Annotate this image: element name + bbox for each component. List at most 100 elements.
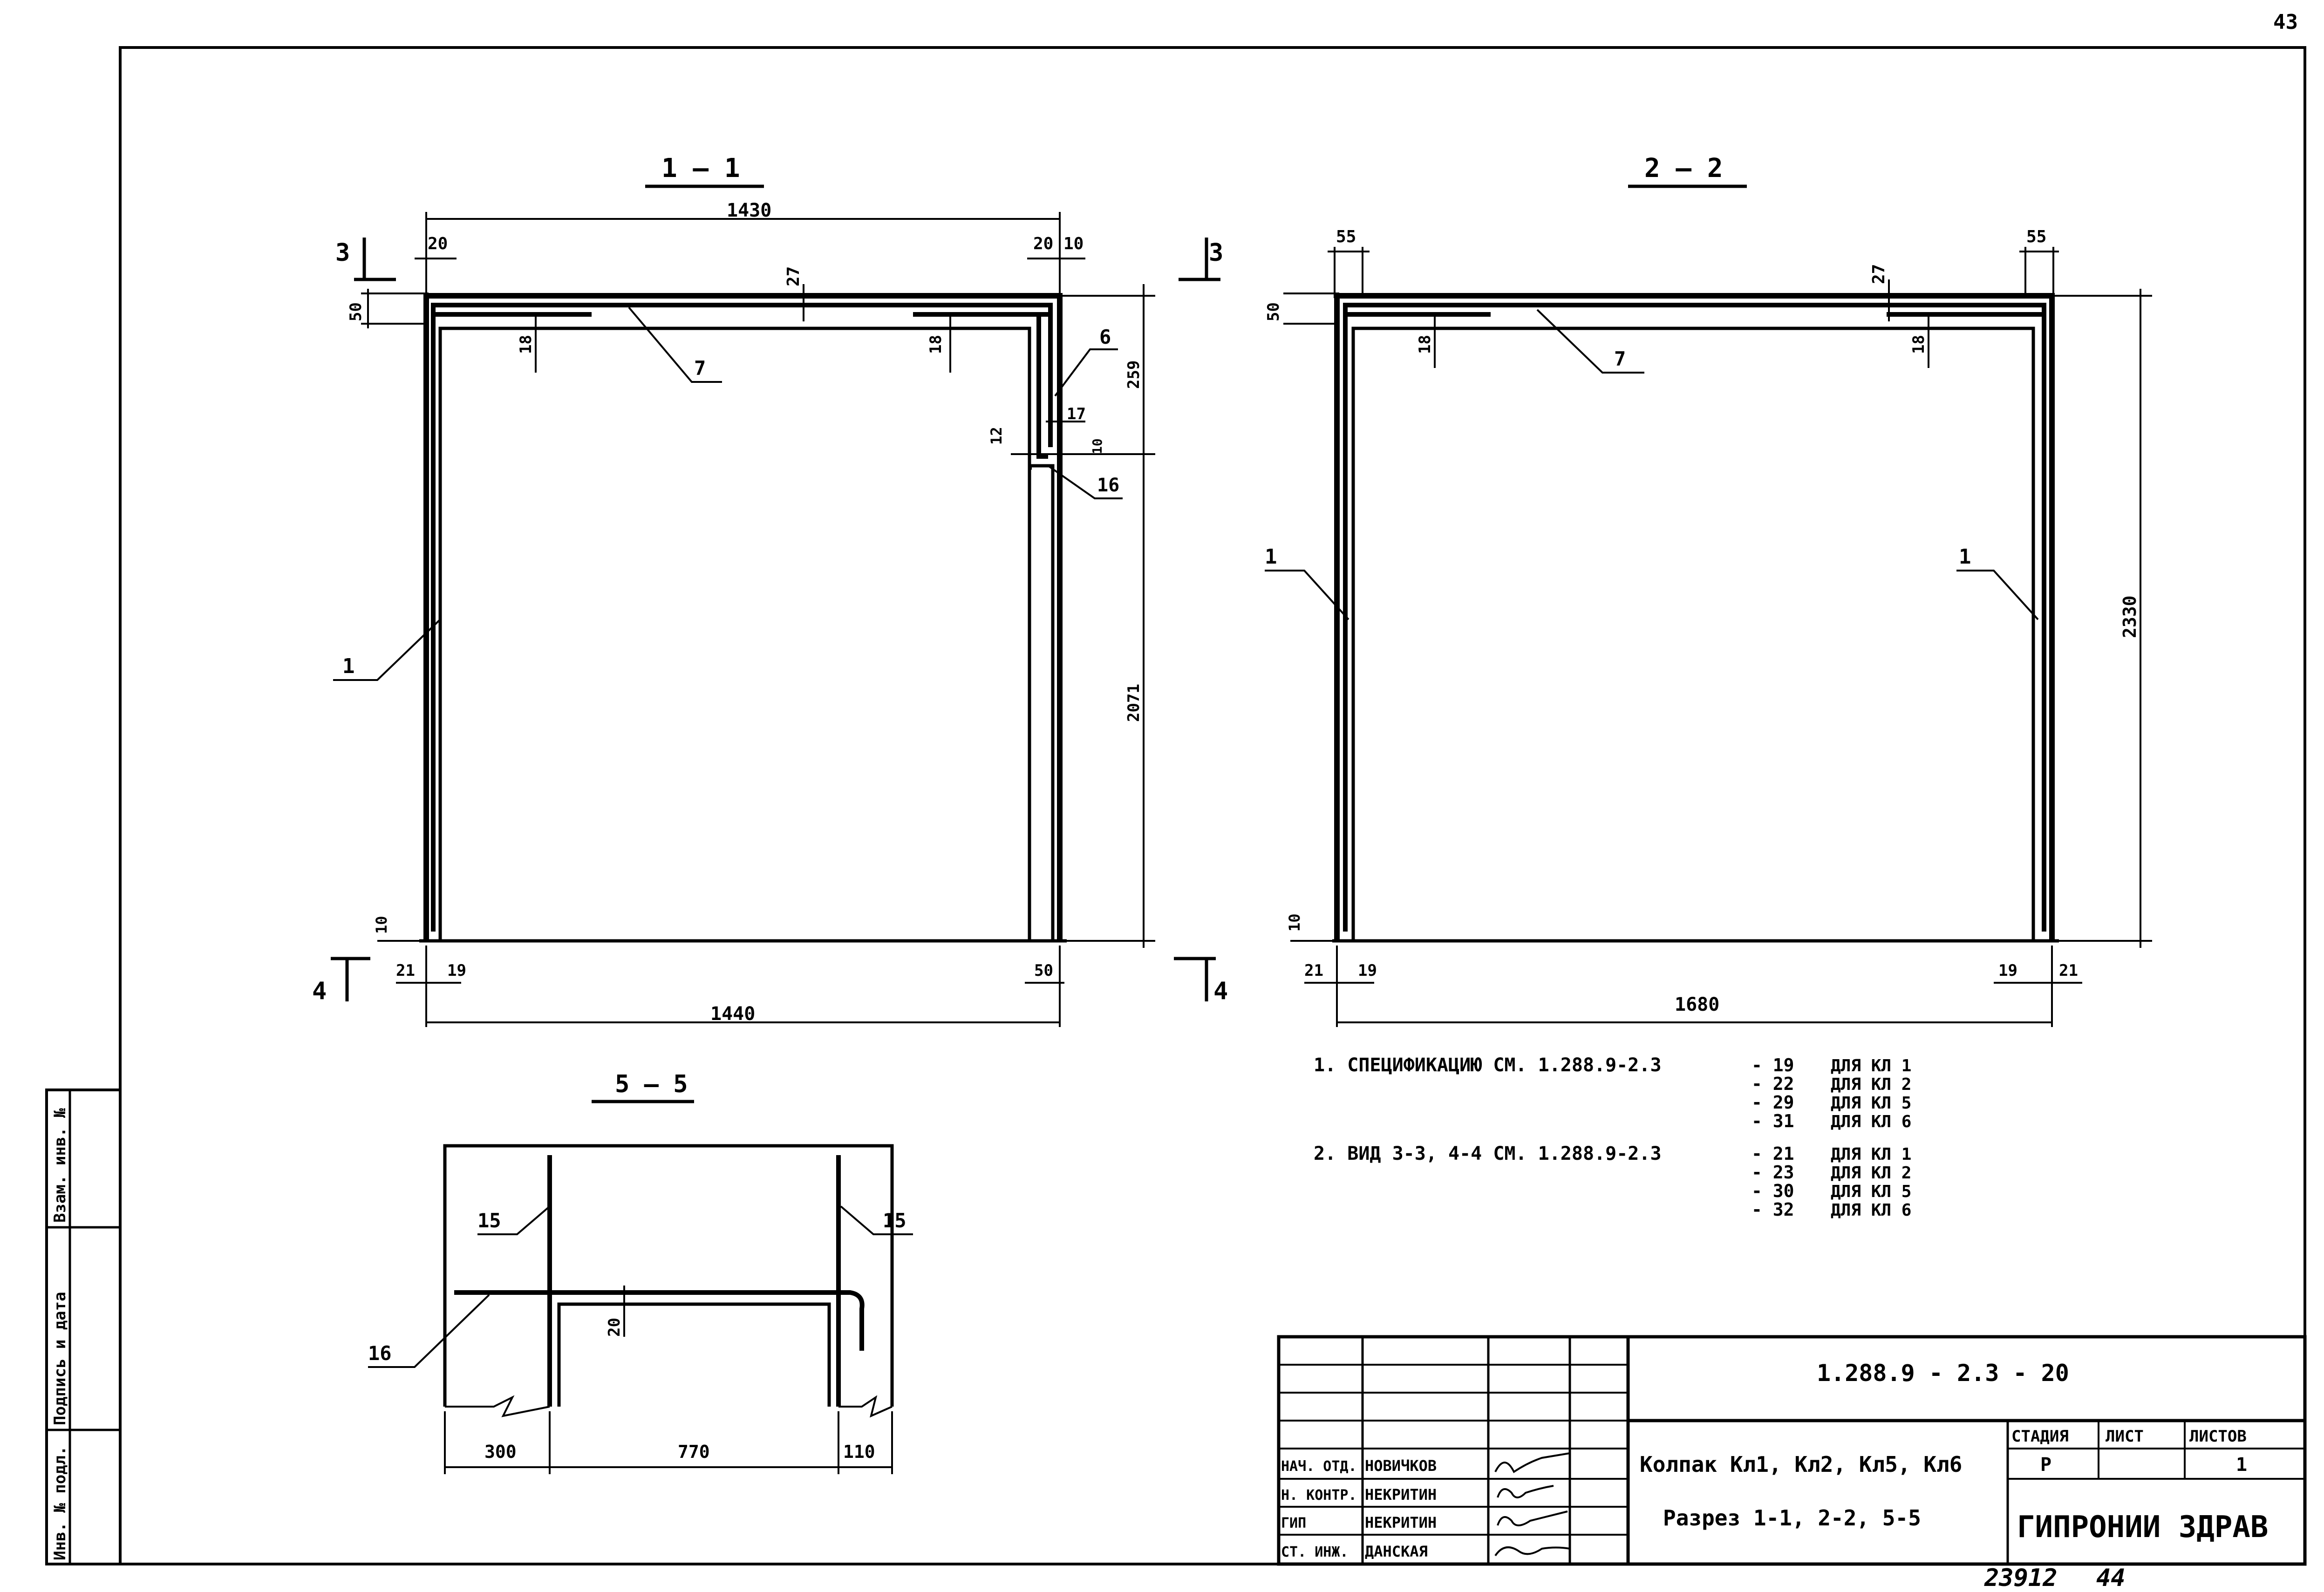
dim-1-1-side-2071: 2071 xyxy=(1125,684,1143,722)
note-2-row-0-text: ДЛЯ КЛ 1 xyxy=(1831,1145,1911,1164)
callout-2-2-1-right: 1 xyxy=(1959,545,1971,569)
notes: 1. СПЕЦИФИКАЦИЮ СМ. 1.288.9-2.3 - 19 ДЛЯ… xyxy=(1314,1055,1911,1220)
dim-2-2-bottom-21-left: 21 xyxy=(1304,961,1323,980)
dim-2-2-bottom-10: 10 xyxy=(1286,913,1303,932)
callout-5-5-15-left: 15 xyxy=(477,1209,501,1232)
note-2-row-2-text: ДЛЯ КЛ 5 xyxy=(1831,1182,1911,1201)
callout-2-2-7: 7 xyxy=(1614,347,1626,370)
dim-1-1-side-10: 10 xyxy=(1090,438,1105,454)
person-0-role: НАЧ. ОТД. xyxy=(1281,1458,1357,1475)
section-5-5: 5 — 5 15 15 16 20 300 770 110 xyxy=(368,1070,913,1474)
dim-2-2-top-50: 50 xyxy=(1264,302,1283,321)
sheet-header: ЛИСТ xyxy=(2106,1427,2144,1446)
signature-1 xyxy=(1497,1485,1554,1498)
dim-1-1-bottom-19: 19 xyxy=(447,961,466,980)
dim-1-1-bottom-21: 21 xyxy=(396,961,415,980)
note-2-row-2-code: - 30 xyxy=(1752,1181,1794,1201)
person-1-role: Н. КОНТР. xyxy=(1281,1487,1357,1504)
dim-2-2-left-18: 18 xyxy=(1416,335,1434,354)
person-3-name: ДАНСКАЯ xyxy=(1365,1543,1428,1560)
signature-2 xyxy=(1497,1510,1568,1526)
dim-1-1-top-thickness: 50 xyxy=(347,302,365,321)
view-1-1-4-right: 4 xyxy=(1213,977,1228,1005)
rebar-2-2 xyxy=(1343,303,2046,932)
note-1-row-0-text: ДЛЯ КЛ 1 xyxy=(1831,1056,1911,1075)
dim-2-2-height: 2330 xyxy=(2120,595,2140,638)
note-1-row-3-code: - 31 xyxy=(1752,1111,1794,1131)
page-number: 43 xyxy=(2273,10,2298,34)
dim-1-1-bottom-width: 1440 xyxy=(710,1003,755,1025)
note-2-row-1-text: ДЛЯ КЛ 2 xyxy=(1831,1163,1911,1183)
note-1-row-3-text: ДЛЯ КЛ 6 xyxy=(1831,1112,1911,1131)
stamp-sign-date: Подпись и дата xyxy=(51,1292,69,1425)
note-2-row-0-code: - 21 xyxy=(1752,1143,1794,1164)
dim-2-2-bottom-19-left: 19 xyxy=(1358,961,1377,980)
dim-1-1-12: 12 xyxy=(988,427,1005,445)
dim-5-5-110: 110 xyxy=(843,1442,875,1462)
stamp-inv-orig: Инв. № подл. xyxy=(51,1446,69,1560)
dim-2-2-bottom-width: 1680 xyxy=(1675,994,1719,1015)
section-2-2: 2 — 2 55 55 50 27 18 18 7 1 1 xyxy=(1264,153,2152,1027)
dim-2-2-left-55: 55 xyxy=(1336,227,1356,246)
dim-1-1-right-10: 10 xyxy=(1063,234,1084,253)
title-block: 1.288.9 - 2.3 - 20 Колпак Кл1, Кл2, Кл5,… xyxy=(1277,1335,2307,1592)
signature-0 xyxy=(1494,1452,1570,1473)
dim-1-1-bottom-50: 50 xyxy=(1034,961,1053,980)
dim-1-1-right-20: 20 xyxy=(1033,234,1053,253)
callout-2-2-1-left: 1 xyxy=(1265,545,1277,569)
dim-5-5-20: 20 xyxy=(605,1318,624,1337)
note-1-row-1-code: - 22 xyxy=(1752,1074,1794,1094)
person-1-name: НЕКРИТИН xyxy=(1365,1486,1437,1504)
note-1-row-1-text: ДЛЯ КЛ 2 xyxy=(1831,1075,1911,1094)
cap-2-2-outline xyxy=(1334,293,2055,941)
callout-1-1-7: 7 xyxy=(694,357,706,380)
side-stamp: Взам. инв. № Подпись и дата Инв. № подл. xyxy=(45,1089,122,1565)
view-1-1-3-right: 3 xyxy=(1209,239,1223,267)
view-1-1-4-left: 4 xyxy=(312,977,327,1005)
section-1-1-title: 1 — 1 xyxy=(661,153,740,184)
slab-5-5-outline xyxy=(443,1144,894,1407)
note-2-row-3-code: - 32 xyxy=(1752,1199,1794,1220)
dim-2-2-bottom-21-right: 21 xyxy=(2059,961,2078,980)
view-1-1-3-left: 3 xyxy=(335,239,350,267)
drawing-frame xyxy=(119,46,2306,1565)
section-5-5-title: 5 — 5 xyxy=(615,1070,688,1098)
dim-2-2-right-55: 55 xyxy=(2026,227,2046,246)
person-0-name: НОВИЧКОВ xyxy=(1365,1457,1437,1475)
dim-2-2-right-18: 18 xyxy=(1909,335,1928,354)
dim-1-1-top-width: 1430 xyxy=(727,200,771,221)
note-1-row-2-text: ДЛЯ КЛ 5 xyxy=(1831,1094,1911,1113)
section-1-1: 1 — 1 1430 20 20 10 50 27 18 xyxy=(312,153,1228,1027)
note-1-row-0-code: - 19 xyxy=(1752,1055,1794,1075)
dim-2-2-bottom-19-right: 19 xyxy=(1998,961,2017,980)
dim-1-1-mid-27: 27 xyxy=(784,266,803,286)
person-2-role: ГИП xyxy=(1281,1515,1306,1531)
dim-1-1-left-20: 20 xyxy=(428,234,448,253)
sheets-header: ЛИСТОВ xyxy=(2189,1427,2247,1446)
stage-header: СТАДИЯ xyxy=(2011,1427,2069,1446)
callout-5-5-16: 16 xyxy=(368,1342,392,1365)
dim-1-1-17: 17 xyxy=(1067,405,1086,423)
note-2-row-3-text: ДЛЯ КЛ 6 xyxy=(1831,1201,1911,1220)
dim-1-1-bottom-10: 10 xyxy=(373,916,390,934)
callout-1-1-6: 6 xyxy=(1099,326,1111,348)
footer-page: 44 xyxy=(2096,1564,2126,1592)
person-2-name: НЕКРИТИН xyxy=(1365,1514,1437,1531)
stamp-inv-repl: Взам. инв. № xyxy=(51,1108,69,1223)
callout-5-5-15-right: 15 xyxy=(883,1209,906,1232)
callout-1-1-16: 16 xyxy=(1097,475,1119,496)
cap-1-1-outline xyxy=(423,293,1063,941)
person-3-role: СТ. ИНЖ. xyxy=(1281,1544,1349,1560)
callout-1-1-1: 1 xyxy=(342,654,355,678)
signature-3 xyxy=(1494,1546,1570,1557)
doc-code: 1.288.9 - 2.3 - 20 xyxy=(1817,1360,2069,1387)
section-2-2-title: 2 — 2 xyxy=(1644,153,1723,184)
dim-1-1-side-259: 259 xyxy=(1125,361,1143,389)
note-2-prefix: 2. ВИД 3-3, 4-4 СМ. 1.288.9-2.3 xyxy=(1314,1143,1662,1164)
dim-1-1-right-18: 18 xyxy=(927,335,945,354)
note-2-row-1-code: - 23 xyxy=(1752,1162,1794,1183)
rebar-1-1 xyxy=(431,303,1053,932)
note-1-prefix: 1. СПЕЦИФИКАЦИЮ СМ. 1.288.9-2.3 xyxy=(1314,1055,1662,1076)
stage-value: Р xyxy=(2040,1454,2051,1476)
